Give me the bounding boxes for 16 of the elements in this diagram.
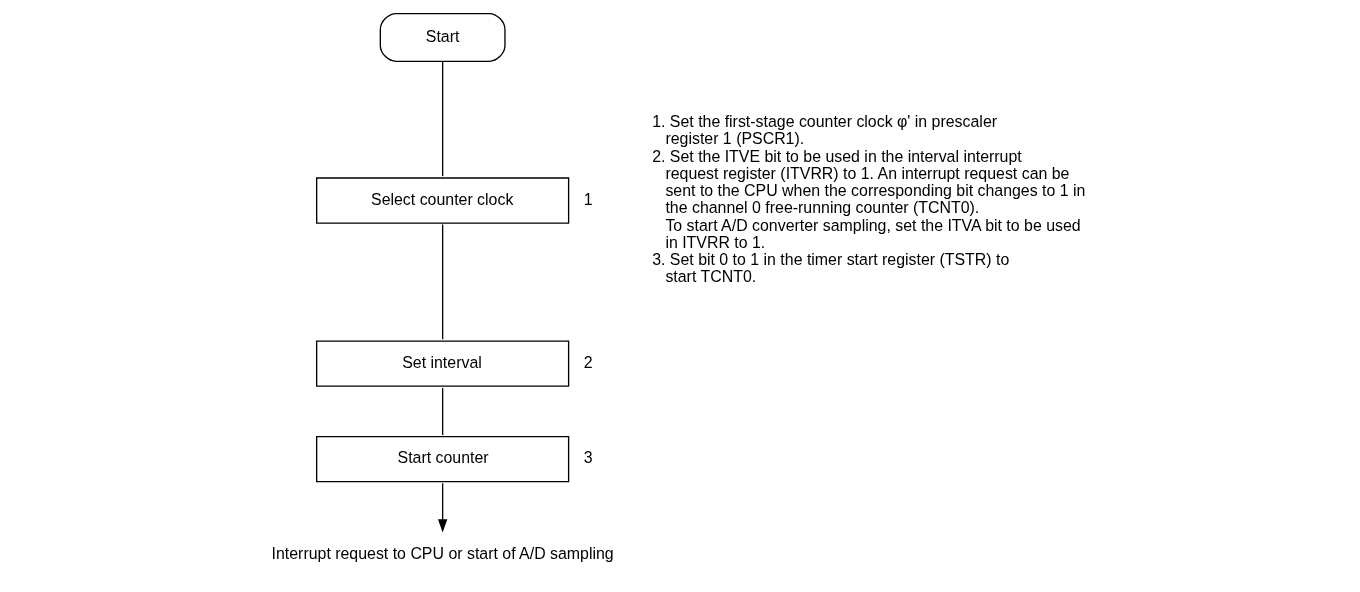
- node-box: Select counter clock: [316, 177, 570, 224]
- arrow: [438, 482, 448, 533]
- label: 1. Set the first-stage counter clock φ' in prescaler register 1 (PSCR1).: [652, 113, 998, 148]
- label: To start A/D converter sampling, set the ITVA bit to be used in ITVRR to 1.: [665, 216, 1081, 251]
- label: 2. Set the ITVE bit to be used in the interval interrupt request register (ITVRR) to 1. An interrupt request can be sent to the CPU when the corresponding bit changes to 1 in the channel 0 free-running counter (TCNT0).: [652, 147, 1086, 217]
- node-label: 3: [583, 449, 593, 467]
- node-label: 1: [583, 190, 593, 208]
- connector: [441, 60, 444, 177]
- node-text: Interrupt request to CPU or start of A/D sampling: [271, 544, 614, 562]
- node-label: 2: [583, 353, 593, 371]
- connector: [441, 387, 444, 436]
- node-box: Start: [379, 12, 506, 62]
- connector: [441, 223, 444, 340]
- node-box: Start counter: [316, 435, 570, 483]
- node-box: Set interval: [316, 340, 570, 387]
- label: 3. Set bit 0 to 1 in the timer start register (TSTR) to start TCNT0.: [652, 250, 1010, 286]
